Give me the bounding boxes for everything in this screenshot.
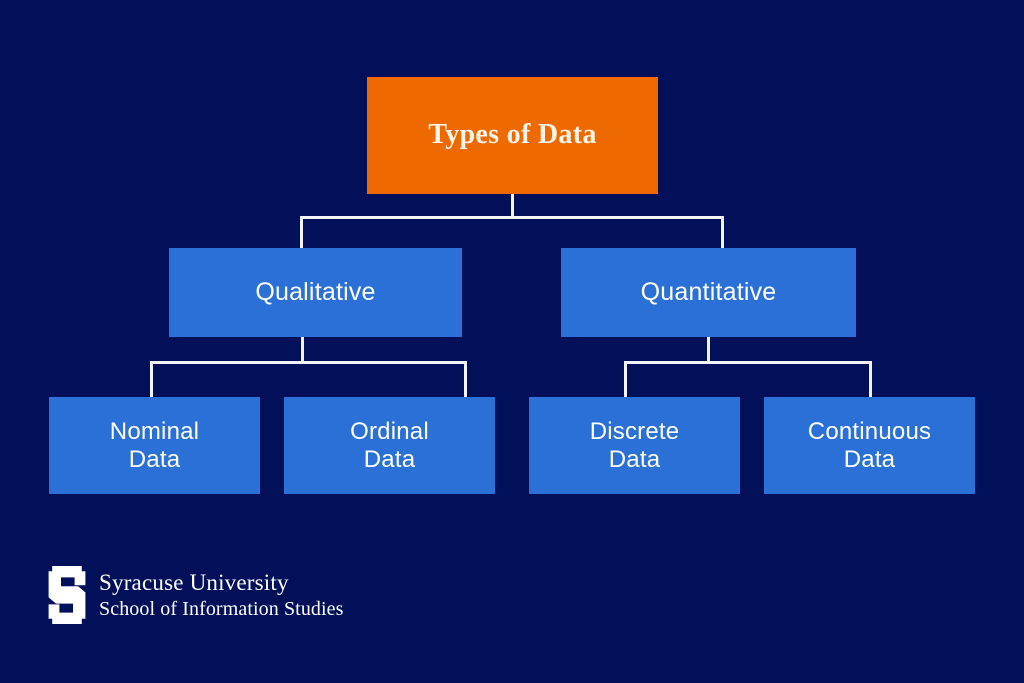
connector-nominal-drop (150, 361, 153, 397)
node-quantitative[interactable]: Quantitative (561, 248, 856, 337)
logo-university-name: Syracuse University (99, 570, 289, 596)
logo-wordmark: Syracuse University School of Informatio… (99, 569, 344, 620)
connector-ordinal-drop (464, 361, 467, 397)
connector-continuous-drop (869, 361, 872, 397)
connector-qualitative-drop (300, 216, 303, 248)
syracuse-block-s-icon (48, 566, 86, 624)
node-ordinal-data[interactable]: Ordinal Data (284, 397, 495, 494)
connector-quantitative-bar (624, 361, 872, 364)
connector-root-stem (511, 194, 514, 218)
syracuse-logo: Syracuse University School of Informatio… (48, 566, 344, 624)
connector-quantitative-drop (721, 216, 724, 248)
node-types-of-data[interactable]: Types of Data (367, 77, 658, 194)
logo-school-name: School of Information Studies (99, 597, 344, 620)
connector-qualitative-stem (301, 337, 304, 363)
connector-level1-bar (300, 216, 724, 219)
connector-quantitative-stem (707, 337, 710, 363)
connector-discrete-drop (624, 361, 627, 397)
node-qualitative[interactable]: Qualitative (169, 248, 462, 337)
node-continuous-data[interactable]: Continuous Data (764, 397, 975, 494)
connector-qualitative-bar (150, 361, 467, 364)
node-discrete-data[interactable]: Discrete Data (529, 397, 740, 494)
node-nominal-data[interactable]: Nominal Data (49, 397, 260, 494)
